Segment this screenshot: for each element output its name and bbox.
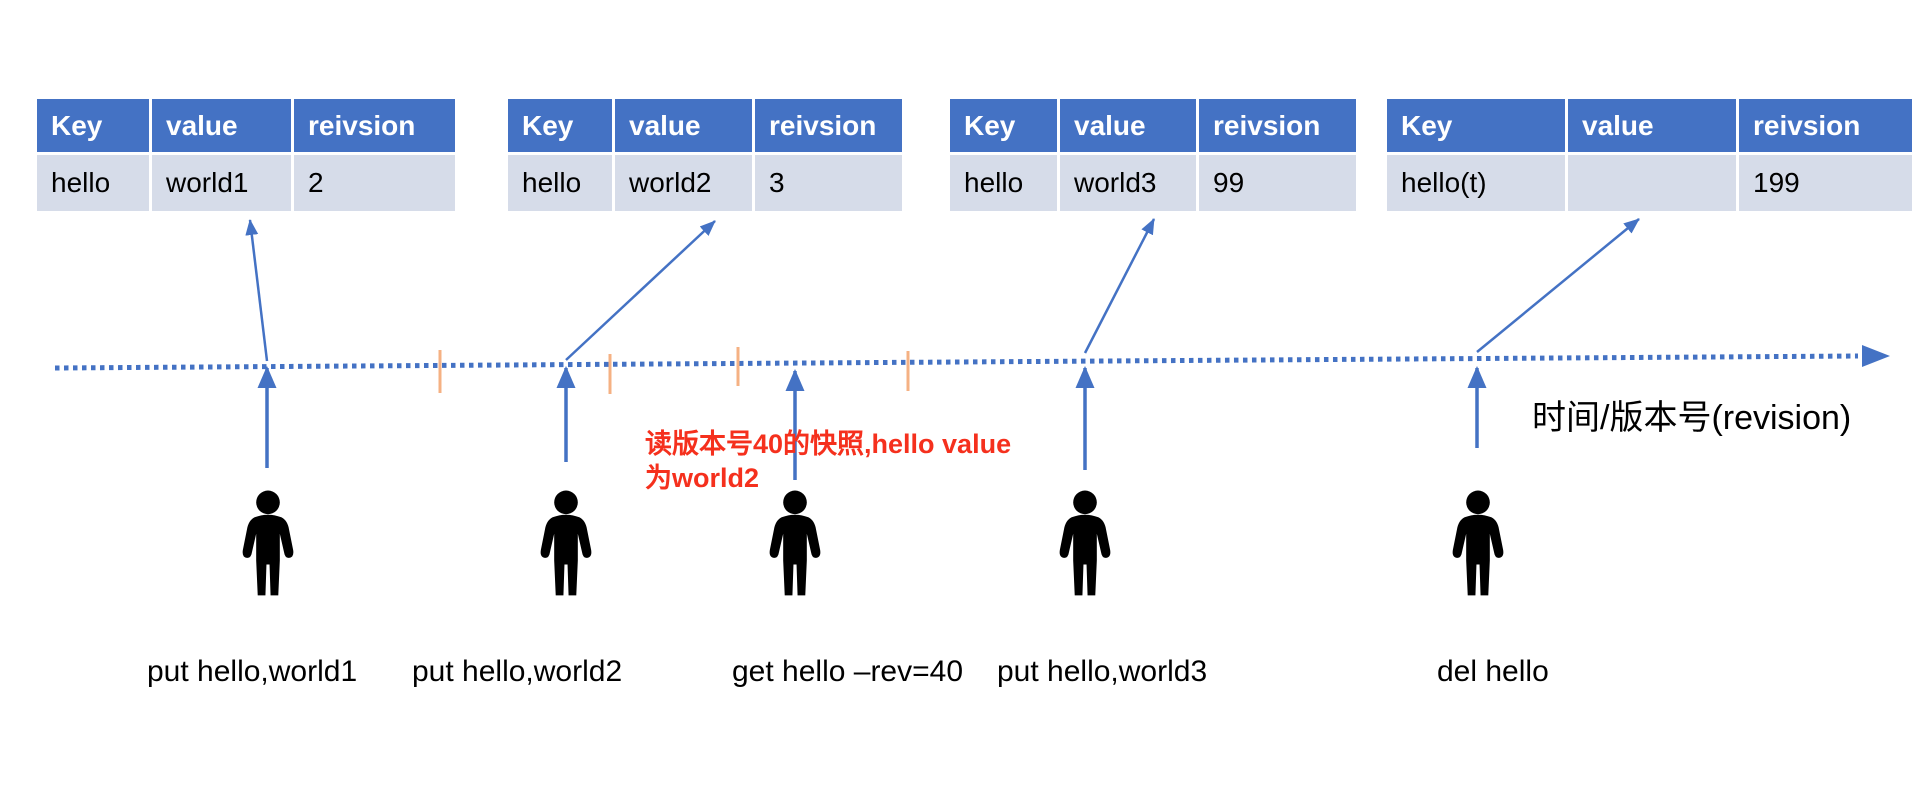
tick-marks <box>438 347 910 394</box>
table-cell: hello <box>508 155 612 211</box>
timeline-arrowhead-icon <box>1862 345 1890 367</box>
table-header-cell: value <box>152 99 291 152</box>
command-label-del-hello: del hello <box>1437 655 1549 688</box>
timeline-axis <box>54 345 1890 371</box>
table-cell: 199 <box>1739 155 1912 211</box>
table-header-cell: value <box>1060 99 1196 152</box>
pointer-arrow-table-2 <box>565 220 716 361</box>
pointer-arrow-table-4 <box>1476 218 1640 353</box>
table-cell: hello <box>37 155 149 211</box>
annotation-line-1: 读版本号40的快照,hello value <box>645 429 1012 459</box>
table-header-cell: reivsion <box>294 99 455 152</box>
table-cell: hello <box>950 155 1057 211</box>
command-label-get-rev40: get hello –rev=40 <box>732 655 964 688</box>
table-header-cell: Key <box>37 99 149 152</box>
kv-table-2: Key value reivsion hello world2 3 <box>508 99 902 211</box>
event-arrows <box>257 366 1487 480</box>
pointer-arrow-table-1 <box>245 219 269 362</box>
timeline-axis-label: 时间/版本号(revision) <box>1532 399 1852 437</box>
pointer-arrow-table-3 <box>1083 218 1156 354</box>
command-label-put-world1: put hello,world1 <box>147 655 358 688</box>
person-icon <box>769 490 821 596</box>
snapshot-annotation: 读版本号40的快照,hello value 为world2 <box>645 428 1011 496</box>
table-cell: 99 <box>1199 155 1356 211</box>
table-cell: 2 <box>294 155 455 211</box>
table-cell: 3 <box>755 155 902 211</box>
person-icon <box>1059 490 1111 596</box>
person-icon <box>242 490 294 596</box>
annotation-line-2: 为world2 <box>645 462 760 493</box>
table-cell <box>1568 155 1736 211</box>
kv-table-4: Key value reivsion hello(t) 199 <box>1387 99 1912 211</box>
command-label-put-world2: put hello,world2 <box>412 655 623 688</box>
kv-table-3: Key value reivsion hello world3 99 <box>950 99 1356 211</box>
table-cell: world3 <box>1060 155 1196 211</box>
person-icon <box>1452 490 1504 596</box>
table-pointer-arrows <box>245 218 1640 362</box>
table-header-cell: value <box>615 99 752 152</box>
table-header-cell: Key <box>508 99 612 152</box>
kv-table-1: Key value reivsion hello world1 2 <box>37 99 455 211</box>
table-header-cell: value <box>1568 99 1736 152</box>
table-header-cell: reivsion <box>1199 99 1356 152</box>
table-header-cell: reivsion <box>755 99 902 152</box>
table-cell: world1 <box>152 155 291 211</box>
table-cell: world2 <box>615 155 752 211</box>
table-header-cell: Key <box>1387 99 1565 152</box>
table-cell: hello(t) <box>1387 155 1565 211</box>
table-header-cell: Key <box>950 99 1057 152</box>
person-icon <box>540 490 592 596</box>
command-label-put-world3: put hello,world3 <box>997 655 1208 688</box>
table-header-cell: reivsion <box>1739 99 1912 152</box>
